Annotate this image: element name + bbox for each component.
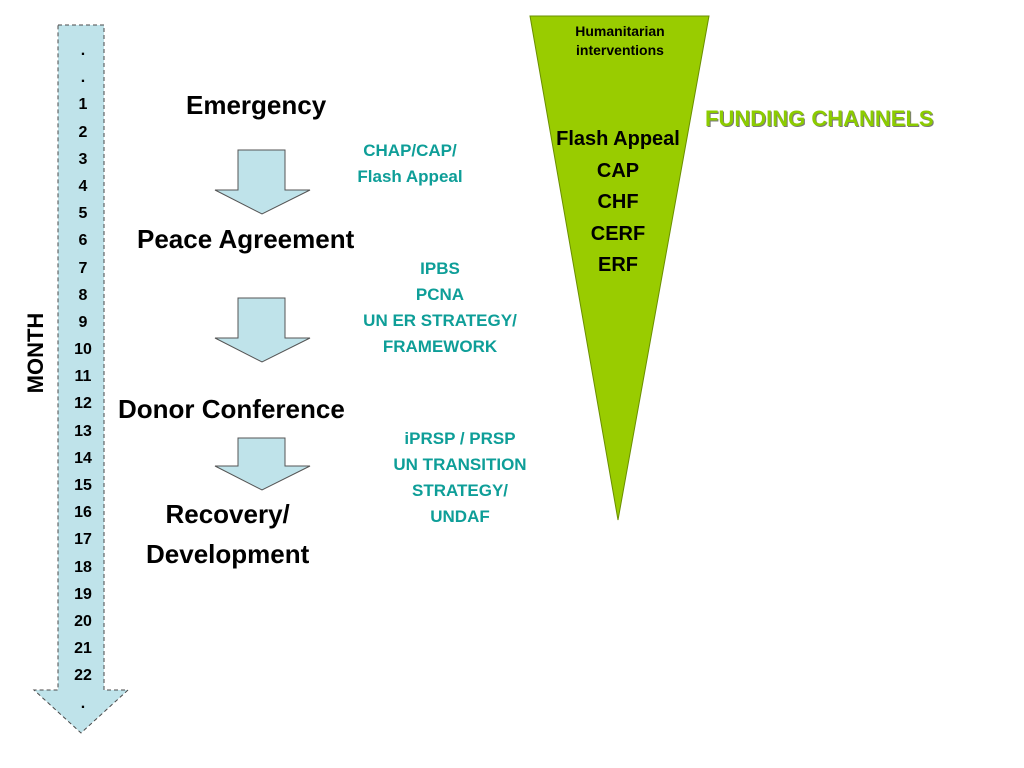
frameworks-donor: iPRSP / PRSP UN TRANSITION STRATEGY/ UND… — [362, 426, 558, 530]
timeline-tick: 5 — [78, 205, 88, 223]
timeline-tick: 19 — [74, 585, 92, 603]
timeline-tick: 15 — [74, 477, 92, 494]
framework-line: FRAMEWORK — [382, 337, 498, 356]
stage-emergency: Emergency — [186, 90, 327, 120]
timeline-tick: 7 — [78, 259, 88, 277]
stage-donor-conference: Donor Conference — [118, 394, 345, 424]
timeline-tick: 1 — [78, 96, 88, 114]
humanitarian-title: Humanitarian interventions — [540, 22, 700, 60]
humanitarian-title-line2: interventions — [576, 42, 664, 58]
timeline-tick: 20 — [74, 612, 92, 630]
stage-recovery-line2: Development — [146, 539, 310, 569]
timeline-tick: 22 — [74, 667, 92, 685]
timeline-tick: . — [80, 69, 86, 87]
month-axis-label: MONTH — [23, 312, 48, 394]
frameworks-emergency: CHAP/CAP/ Flash Appeal — [330, 138, 490, 190]
stage-recovery-line1: Recovery/ — [165, 499, 290, 529]
framework-line: iPRSP / PRSP — [404, 429, 516, 448]
timeline-tick: 14 — [74, 449, 92, 467]
stage-peace-agreement: Peace Agreement — [137, 224, 355, 254]
timeline-tick: 17 — [74, 531, 92, 549]
timeline-tick: 12 — [74, 395, 92, 413]
framework-line: CHAP/CAP/ — [363, 141, 457, 160]
timeline-tick: 4 — [78, 177, 88, 195]
channel-item: CHF — [597, 191, 639, 213]
timeline-tick: 3 — [78, 150, 88, 168]
timeline-tick: 11 — [74, 368, 92, 386]
timeline-tick: 9 — [78, 313, 88, 331]
timeline-tick: 18 — [74, 558, 92, 576]
timeline-tick: 13 — [74, 422, 92, 440]
frameworks-peace: IPBS PCNA UN ER STRATEGY/ FRAMEWORK — [332, 256, 548, 360]
humanitarian-triangle — [529, 15, 710, 521]
timeline-tick: 6 — [78, 232, 88, 250]
framework-line: PCNA — [415, 285, 465, 304]
timeline-tick: 21 — [74, 640, 92, 658]
timeline-tick: 10 — [74, 341, 92, 359]
channel-item: Flash Appeal — [556, 128, 680, 150]
down-arrow-emergency — [214, 149, 311, 215]
framework-line: UNDAF — [430, 507, 490, 526]
funding-channel-list: Flash Appeal CAP CHF CERF ERF — [530, 124, 706, 282]
funding-channels-label: FUNDING CHANNELS — [705, 106, 934, 131]
down-arrow-donor — [214, 437, 311, 491]
channel-item: CERF — [590, 222, 646, 245]
framework-line: Flash Appeal — [357, 167, 463, 186]
channel-item: ERF — [598, 254, 638, 276]
channel-item: CAP — [596, 159, 640, 182]
humanitarian-title-line1: Humanitarian — [575, 23, 665, 39]
framework-line: IPBS — [420, 259, 460, 278]
timeline-tick: 8 — [78, 286, 88, 304]
framework-line: UN ER STRATEGY/ — [363, 311, 517, 330]
framework-line: STRATEGY/ — [411, 481, 509, 500]
stage-recovery-development: Recovery/ Development — [146, 494, 309, 574]
down-arrow-peace — [214, 297, 311, 363]
timeline-tick: 2 — [78, 123, 88, 141]
timeline-arrow — [32, 24, 130, 734]
timeline-tick: . — [80, 694, 86, 712]
timeline-tick: 16 — [74, 504, 92, 522]
framework-line: UN TRANSITION — [393, 455, 527, 474]
timeline-tick: . — [80, 42, 86, 59]
